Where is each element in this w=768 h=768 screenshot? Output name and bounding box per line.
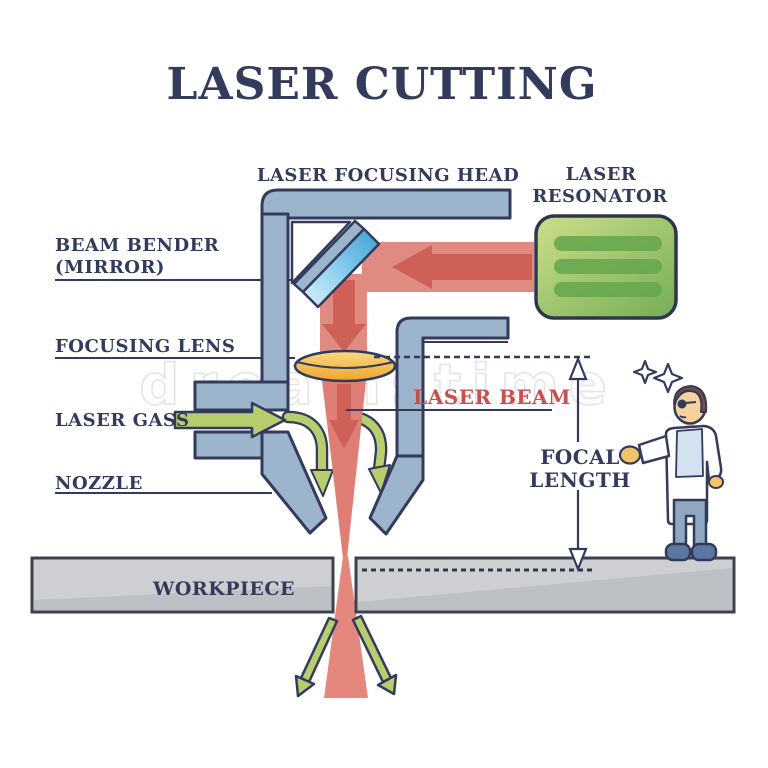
label-focusing-lens: FOCUSING LENS — [55, 336, 235, 357]
laser-gas-arrow — [173, 401, 287, 439]
person-pointing-hand — [618, 445, 642, 465]
workpiece-graphic — [30, 556, 736, 614]
beam-bender-mirror — [301, 227, 381, 309]
beam-cone-shape — [321, 372, 367, 558]
lens-chord — [296, 361, 394, 369]
person-shirt — [675, 428, 704, 478]
person-illustration — [618, 359, 724, 562]
nozzle-right-wall — [368, 454, 425, 536]
label-focal-length-line1: FOCAL — [540, 445, 620, 469]
beam-horizontal-arrow — [392, 245, 532, 289]
person-mouth — [679, 415, 687, 419]
beam-cone — [321, 372, 367, 558]
label-workpiece: WORKPIECE — [152, 578, 295, 600]
sparkle-icon — [632, 359, 658, 385]
resonator-bar — [554, 259, 662, 274]
label-laser-resonator-line1: LASER — [566, 164, 637, 185]
person-left-sleeve — [637, 434, 671, 465]
label-laser-gass: LASER GASS — [55, 410, 190, 431]
person-shoe — [664, 542, 692, 562]
housing-left-bar — [260, 212, 290, 412]
focal-arrow-down-head — [568, 547, 588, 572]
laser-focusing-head-housing — [193, 188, 512, 536]
laser-resonator-graphic — [534, 214, 678, 320]
nozzle-left-wall — [260, 430, 328, 535]
workpiece-left-shade — [34, 586, 331, 610]
person-glasses — [677, 399, 687, 409]
label-nozzle: NOZZLE — [55, 473, 143, 494]
label-beam-bender-line1: BEAM BENDER — [55, 235, 220, 256]
beam-below-workpiece — [324, 556, 368, 698]
label-focal-length-line2: LENGTH — [529, 468, 630, 492]
housing-gas-stub-upper — [193, 380, 290, 412]
laser-beam-graphic — [320, 242, 534, 356]
mirror-bracket-opening — [290, 220, 352, 285]
housing-top-bar — [260, 188, 512, 220]
focusing-lens-graphic — [293, 349, 397, 383]
label-beam-bender-line2: (MIRROR) — [55, 257, 165, 278]
person-shoe — [690, 542, 718, 562]
label-laser-beam: LASER BEAM — [413, 385, 571, 409]
person-hair — [673, 385, 708, 413]
person-glasses-temple — [685, 401, 697, 404]
sparkle-icon — [652, 362, 684, 394]
workpiece-right-shade — [358, 568, 732, 610]
beam-cone-arrow — [329, 384, 359, 449]
gas-down-arrowhead-left — [310, 469, 334, 497]
exit-arrow-left-head — [294, 674, 316, 698]
person-hip-hand — [708, 475, 724, 489]
cut-exit-arrows — [294, 614, 398, 698]
resonator-bar — [554, 282, 662, 297]
label-laser-focusing-head: LASER FOCUSING HEAD — [257, 165, 519, 186]
beam-vertical-arrow — [322, 280, 366, 352]
resonator-bar — [554, 236, 662, 251]
label-laser-resonator-line2: RESONATOR — [532, 186, 668, 207]
page-title: LASER CUTTING — [167, 59, 598, 110]
exit-arrow-right-head — [376, 673, 398, 696]
lens-body — [293, 349, 397, 383]
housing-right-l-piece — [395, 316, 510, 458]
focal-length-arrow — [568, 356, 588, 572]
focal-arrow-up-head — [568, 356, 588, 381]
